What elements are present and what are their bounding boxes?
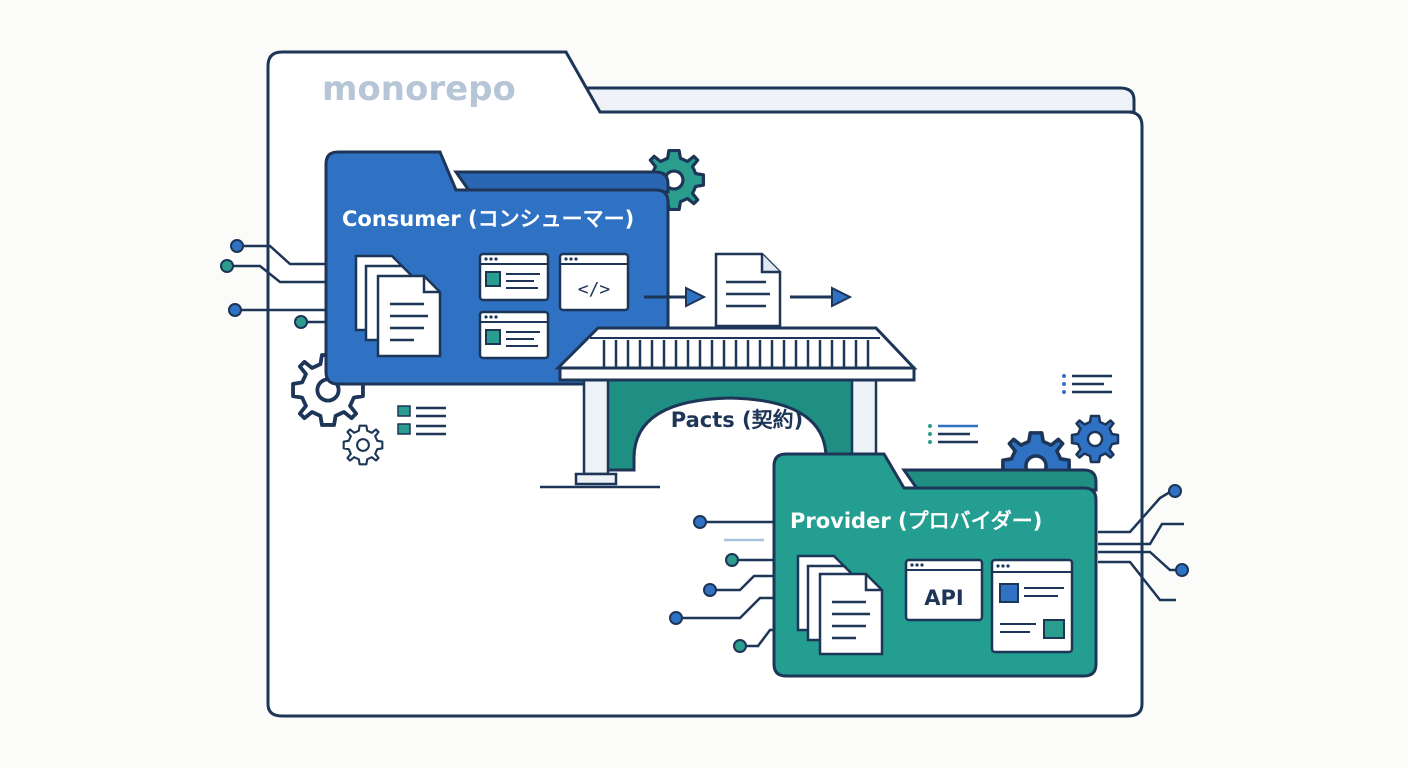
code-window-icon: </> [558,252,630,312]
circuit-line-icon [1098,490,1184,602]
window-icon [478,310,550,360]
window-icon [990,558,1074,654]
arrow-right-icon [644,286,707,308]
api-label: API [924,586,963,610]
circuit-line-icon [233,244,330,324]
list-icon [397,405,446,436]
consumer-title: Consumer (コンシューマー) [342,207,634,231]
provider-folder: Provider (プロバイダー) API [772,452,1098,678]
document-stack-icon [796,554,884,656]
gear-icon [342,424,384,466]
list-icon [1062,374,1112,394]
consumer-folder: Consumer (コンシューマー) </> [324,150,670,386]
code-glyph: </> [578,279,611,300]
arrow-right-icon [790,286,853,308]
document-stack-icon [354,254,442,358]
circuit-node-dots [669,515,747,653]
window-icon [478,252,550,302]
list-icon [928,424,978,444]
provider-title: Provider (プロバイダー) [790,509,1042,533]
monorepo-title: monorepo [322,69,516,109]
circuit-node-dots [1168,484,1189,577]
circuit-node-dots [220,239,308,329]
bridge-icon: Pacts (契約) [540,326,918,489]
circuit-line-icon [682,520,774,648]
gear-icon [1070,414,1120,464]
pacts-label: Pacts (契約) [671,408,804,432]
api-window-icon: API [904,558,984,622]
pact-document-icon [714,252,782,328]
